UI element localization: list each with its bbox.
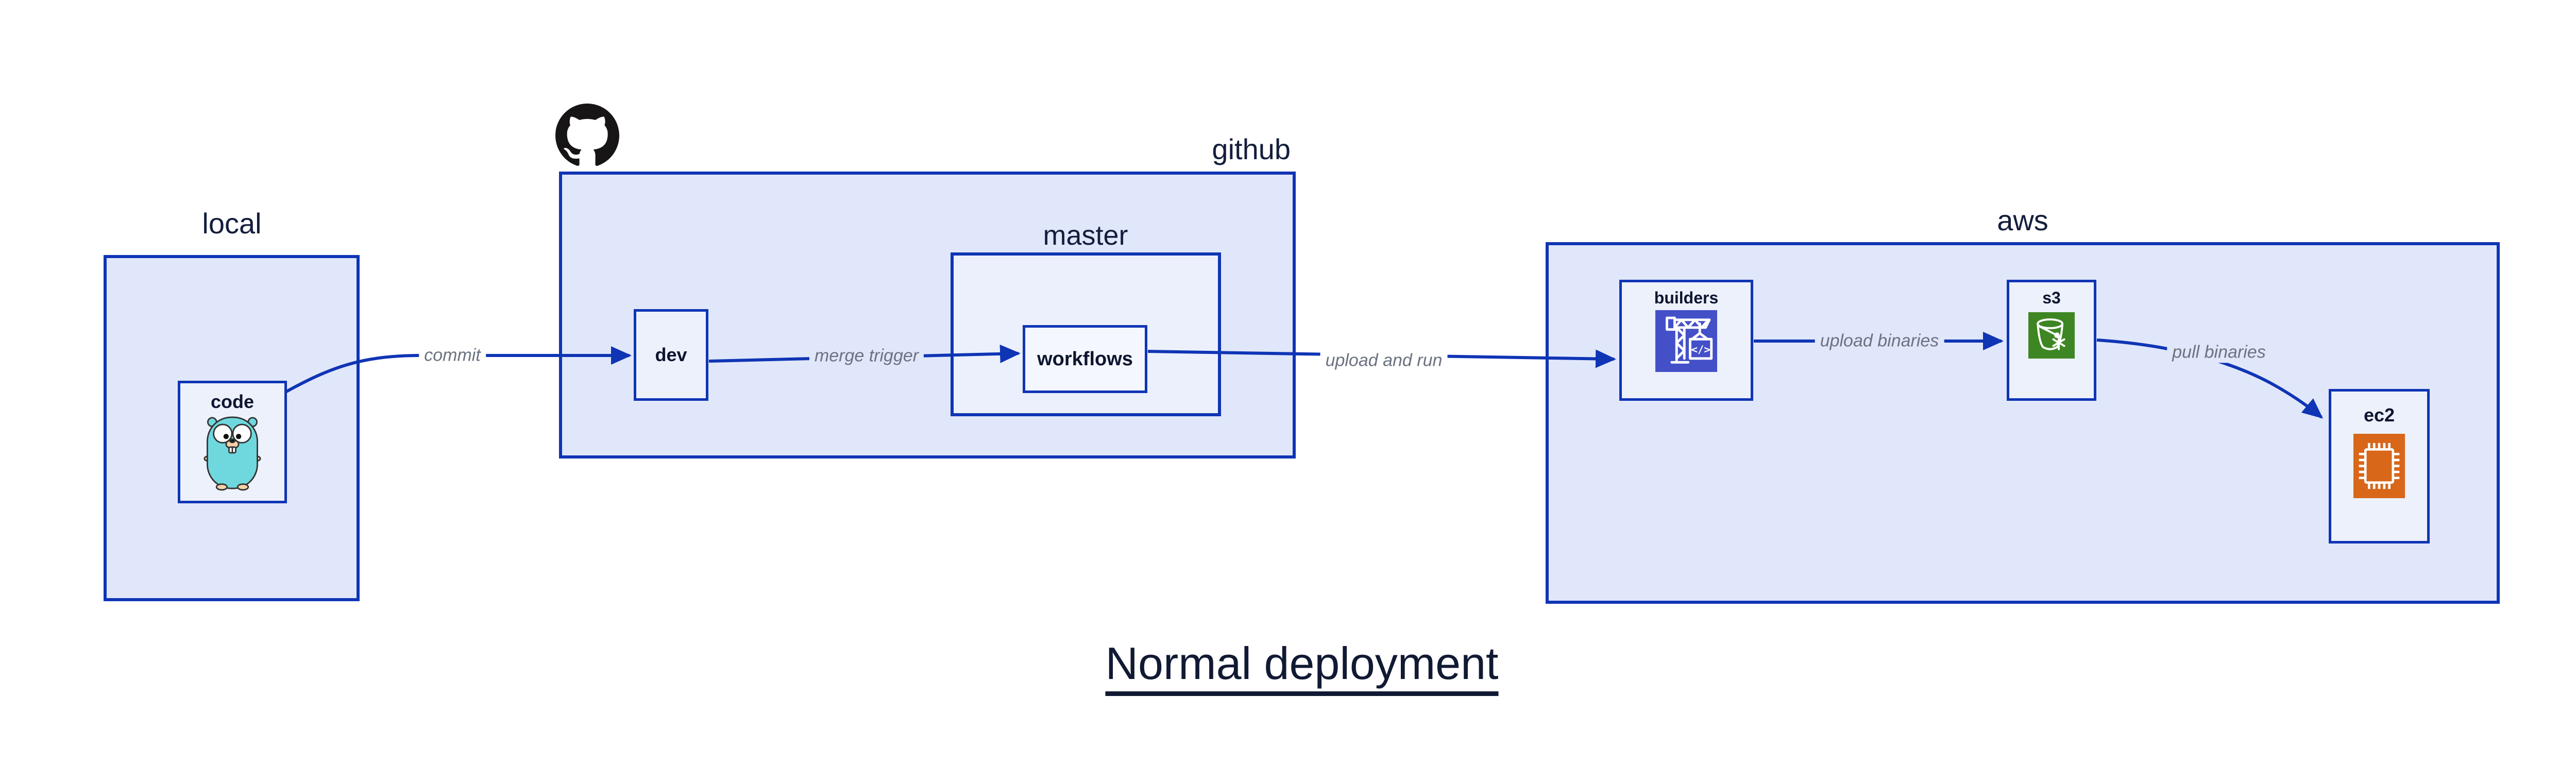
aws-region-label: aws	[1997, 204, 2048, 236]
codebuild-code-glyph: </>	[1691, 343, 1710, 355]
ec2-chip-icon	[2353, 434, 2405, 498]
codebuild-crane-icon: </>	[1655, 310, 1717, 372]
github-octocat-icon	[555, 104, 619, 166]
go-gopher-icon	[204, 416, 261, 491]
local-region-label: local	[202, 207, 262, 240]
node-workflows: workflows	[1023, 325, 1147, 393]
edge-label-commit: commit	[419, 345, 486, 366]
edge-label-upload-and-run: upload and run	[1320, 350, 1448, 371]
node-builders: builders </>	[1619, 280, 1753, 401]
s3-bucket-icon	[2028, 312, 2075, 359]
node-dev: dev	[634, 309, 708, 401]
edge-commit	[285, 346, 632, 393]
edge-label-pull-binaries: pull binaries	[2167, 342, 2271, 363]
edge-pull-binaries	[2096, 338, 2324, 419]
node-code-label: code	[210, 391, 255, 412]
node-dev-label: dev	[655, 344, 687, 365]
edge-label-merge-trigger: merge trigger	[809, 345, 924, 367]
node-workflows-label: workflows	[1037, 348, 1133, 370]
node-code: code	[178, 381, 287, 503]
node-builders-label: builders	[1654, 288, 1719, 307]
edge-label-upload-binaries: upload binaries	[1815, 330, 1944, 352]
diagram-title: Normal deployment	[1105, 641, 1499, 696]
node-ec2-label: ec2	[2363, 404, 2395, 426]
node-ec2: ec2	[2329, 389, 2430, 544]
node-s3-label: s3	[2042, 288, 2061, 307]
master-region-label: master	[1043, 220, 1128, 251]
node-s3: s3	[2007, 280, 2096, 401]
github-region-label: github	[1212, 133, 1291, 165]
